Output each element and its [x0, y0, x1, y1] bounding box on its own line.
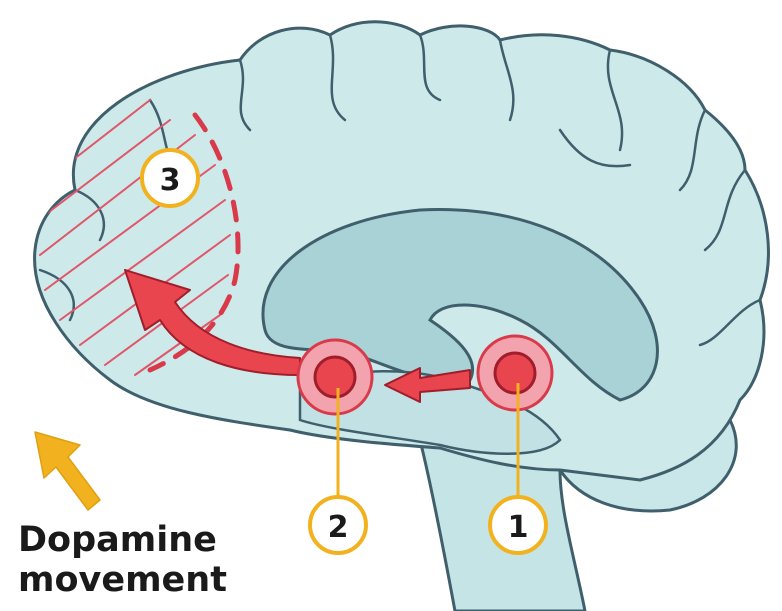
marker-2-label: 2 [328, 510, 349, 545]
dopamine-direction-arrow-icon [34, 431, 101, 511]
legend-caption-line2: movement [18, 560, 227, 600]
nucleus-2 [296, 338, 374, 416]
mesocortical-pathway [124, 269, 301, 376]
nucleus-1 [476, 334, 554, 412]
legend-caption-line1: Dopamine [18, 520, 217, 560]
marker-1-label: 1 [508, 510, 529, 545]
marker-1: 1 [488, 495, 548, 555]
marker-3-label: 3 [160, 163, 181, 198]
marker-2: 2 [308, 495, 368, 555]
legend-caption: Dopamine movement [18, 520, 227, 600]
marker-3: 3 [140, 148, 200, 208]
vta-to-striatum-arrow [384, 367, 471, 403]
